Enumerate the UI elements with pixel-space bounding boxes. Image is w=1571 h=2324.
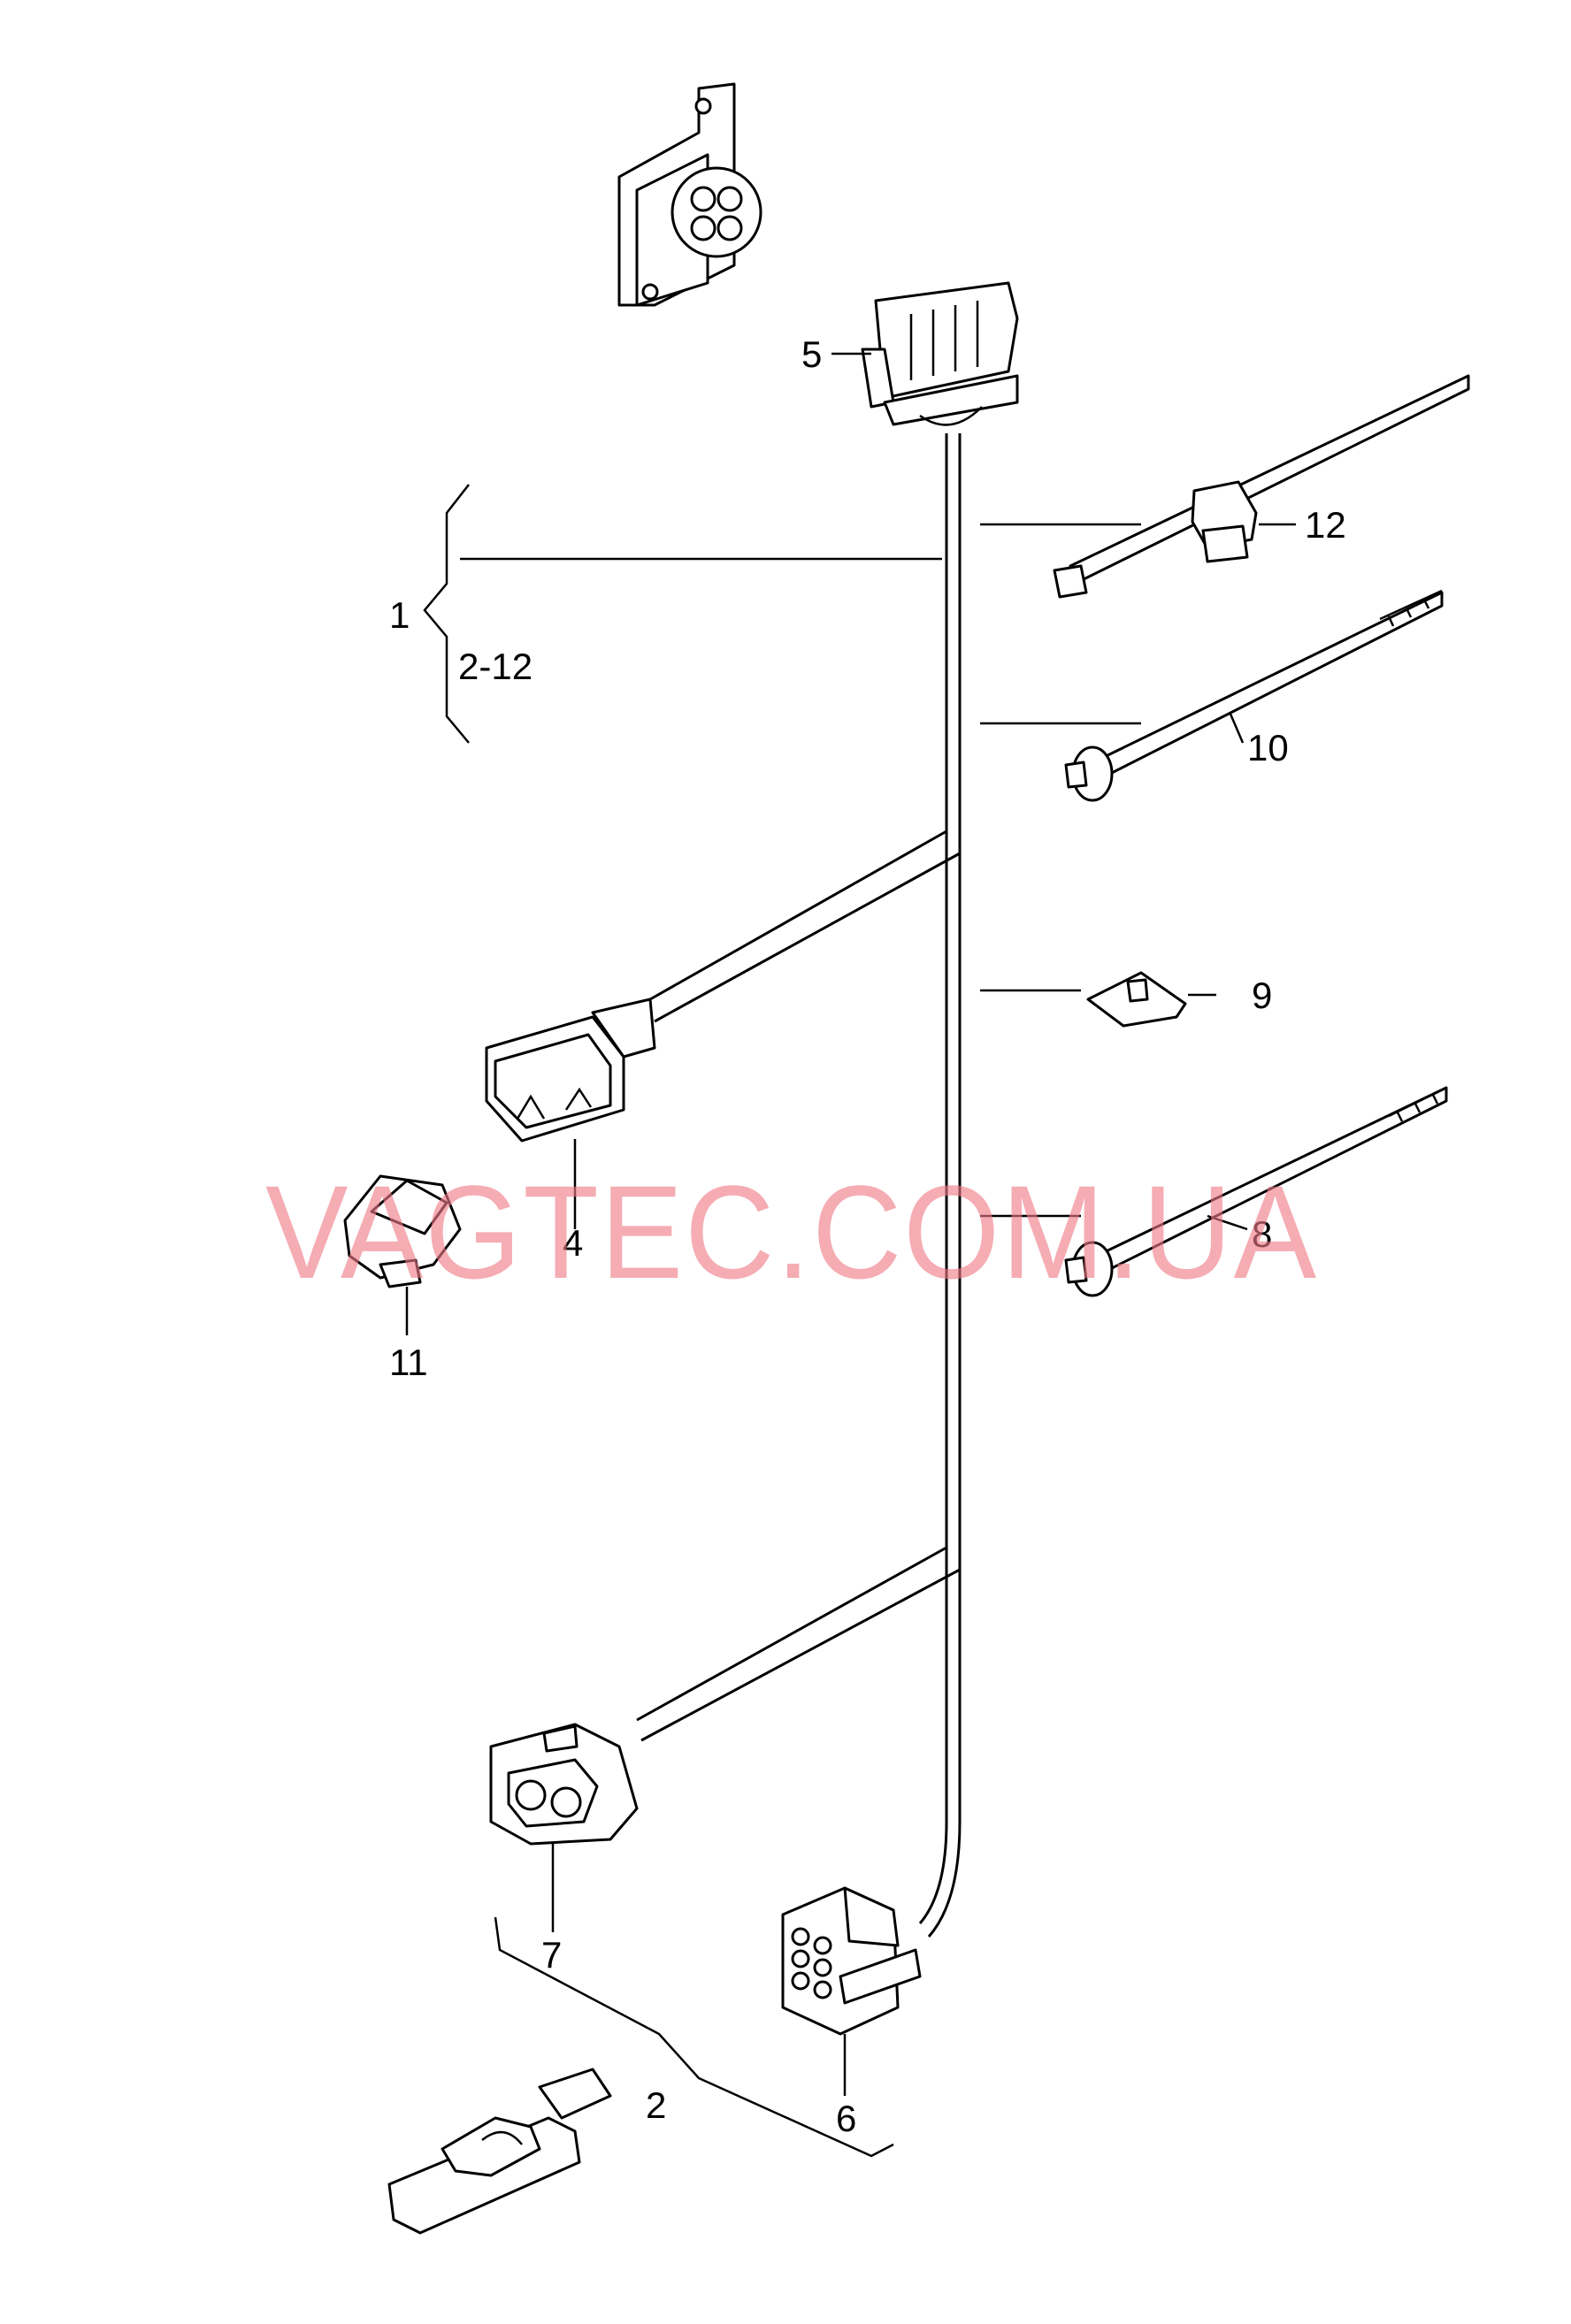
connector-7 <box>489 1723 639 1846</box>
label-12: 12 <box>1305 504 1346 546</box>
connector-6 <box>781 1886 922 2036</box>
wiring-harness <box>636 433 962 1938</box>
terminal-2 <box>387 2068 612 2235</box>
group-bracket <box>423 484 942 744</box>
label-5: 5 <box>801 333 822 375</box>
label-7: 7 <box>541 1934 562 1976</box>
label-6: 6 <box>836 2098 856 2139</box>
cable-tie-8 <box>1064 1086 1448 1297</box>
label-group-main: 1 <box>389 594 410 636</box>
leader-lines <box>405 352 1296 2158</box>
callout-labels: 1 2-12 5 12 10 9 8 4 11 7 2 6 <box>389 333 1346 2139</box>
socket-11 <box>343 1174 462 1288</box>
label-group-range: 2-12 <box>458 646 533 687</box>
label-10: 10 <box>1247 727 1289 768</box>
label-11: 11 <box>389 1342 428 1383</box>
connector-4 <box>485 998 656 1143</box>
connector-5 <box>861 281 1019 426</box>
watermark-text: VAGTEC.COM.UA <box>265 1158 1318 1306</box>
label-2: 2 <box>646 2084 666 2126</box>
cable-tie-12 <box>1053 374 1470 599</box>
label-8: 8 <box>1252 1213 1272 1255</box>
label-9: 9 <box>1252 975 1272 1016</box>
relay-plate <box>617 82 763 307</box>
cable-tie-10 <box>1064 589 1444 802</box>
label-4: 4 <box>563 1222 583 1264</box>
speed-nut-9 <box>1086 971 1187 1028</box>
